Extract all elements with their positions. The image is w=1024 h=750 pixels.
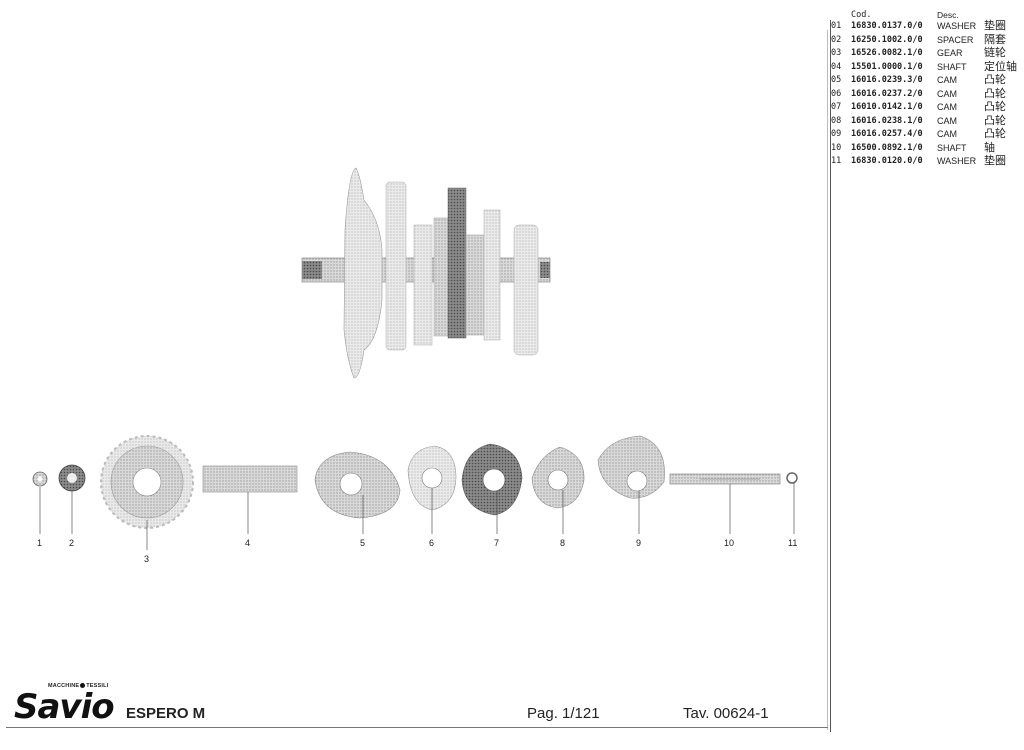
callout-10: 10 xyxy=(724,538,735,548)
part-1-washer xyxy=(32,471,48,487)
part-code: 16250.1002.0/0 xyxy=(851,34,923,45)
part-code: 16830.0137.0/0 xyxy=(851,21,923,31)
part-description-cn: 链轮 xyxy=(984,47,1006,59)
parts-table-row: 01 16830.0137.0/0 WASHER 垫圈 xyxy=(829,20,1024,34)
part-11-washer xyxy=(786,472,798,484)
parts-table-row: 03 16526.0082.1/0 GEAR 链轮 xyxy=(829,47,1024,61)
callout-7: 7 xyxy=(494,538,500,548)
header-desc: Desc. xyxy=(937,10,959,20)
callout-2: 2 xyxy=(69,538,75,548)
part-description-cn: 隔套 xyxy=(984,33,1006,46)
part-8-cam xyxy=(531,446,585,509)
part-description-cn: 凸轮 xyxy=(984,114,1006,127)
part-number: 06 xyxy=(831,88,842,99)
part-number: 11 xyxy=(831,156,842,166)
part-code: 16016.0239.3/0 xyxy=(851,75,923,85)
parts-table-row: 08 16016.0238.1/0 CAM 凸轮 xyxy=(829,115,1024,129)
parts-table-row: 04 15501.0000.1/0 SHAFT 定位轴 xyxy=(829,61,1024,75)
part-description: CAM xyxy=(937,129,957,139)
exploded-parts-drawing xyxy=(32,167,798,550)
header-cod: Cod. xyxy=(851,10,872,20)
parts-table-row: 11 16830.0120.0/0 WASHER 垫圈 xyxy=(829,155,1024,169)
part-description: CAM xyxy=(937,115,957,126)
callout-5: 5 xyxy=(360,538,366,548)
part-description-cn: 凸轮 xyxy=(984,74,1006,86)
part-number: 02 xyxy=(831,34,842,45)
callout-3: 3 xyxy=(144,554,150,564)
part-description: SHAFT xyxy=(937,142,967,153)
part-5-cam xyxy=(314,451,401,519)
callout-1: 1 xyxy=(37,538,43,548)
assembled-cam-shaft xyxy=(301,167,551,379)
part-number: 08 xyxy=(831,115,842,126)
parts-table-row: 10 16500.0892.1/0 SHAFT 轴 xyxy=(829,142,1024,156)
callout-11: 11 xyxy=(788,538,798,548)
part-number: 07 xyxy=(831,102,842,112)
brand-name: Savio xyxy=(14,687,115,727)
part-4-shaft xyxy=(202,465,298,493)
part-description: CAM xyxy=(937,102,957,112)
part-number: 05 xyxy=(831,75,842,85)
part-2-spacer xyxy=(58,464,86,492)
frame-line-vertical xyxy=(830,20,831,732)
parts-table-row: 07 16010.0142.1/0 CAM 凸轮 xyxy=(829,101,1024,115)
part-number: 10 xyxy=(831,142,842,153)
callout-4: 4 xyxy=(245,538,251,548)
part-description-cn: 凸轮 xyxy=(984,101,1006,113)
part-code: 16010.0142.1/0 xyxy=(851,102,923,112)
callout-6: 6 xyxy=(429,538,435,548)
part-number: 04 xyxy=(831,61,842,72)
part-7-cam xyxy=(461,443,523,516)
leader-lines xyxy=(39,483,795,550)
frame-line-bottom xyxy=(6,727,828,728)
frame-line-inner xyxy=(827,30,828,730)
part-number: 01 xyxy=(831,21,842,31)
part-description-cn: 垫圈 xyxy=(984,155,1006,167)
part-code: 15501.0000.1/0 xyxy=(851,61,923,72)
part-description-cn: 定位轴 xyxy=(984,60,1017,73)
model-name: ESPERO M xyxy=(126,705,206,722)
part-description: WASHER xyxy=(937,156,977,166)
part-description: CAM xyxy=(937,75,957,85)
brand-dot-icon xyxy=(80,683,86,689)
part-description: GEAR xyxy=(937,48,963,58)
part-code: 16830.0120.0/0 xyxy=(851,156,923,166)
part-description: SHAFT xyxy=(937,61,967,72)
parts-table-row: 06 16016.0237.2/0 CAM 凸轮 xyxy=(829,88,1024,102)
part-description: CAM xyxy=(937,88,957,99)
part-code: 16500.0892.1/0 xyxy=(851,142,923,153)
page-number: Pag. 1/121 xyxy=(527,705,600,722)
part-description-cn: 垫圈 xyxy=(984,20,1006,32)
part-description-cn: 凸轮 xyxy=(984,128,1006,140)
part-description-cn: 凸轮 xyxy=(984,87,1006,100)
part-description: WASHER xyxy=(937,21,977,31)
callout-9: 9 xyxy=(636,538,642,548)
part-description: SPACER xyxy=(937,34,974,45)
part-code: 16016.0237.2/0 xyxy=(851,88,923,99)
part-code: 16526.0082.1/0 xyxy=(851,48,923,58)
part-10-shaft xyxy=(669,473,781,485)
part-9-cam xyxy=(597,435,665,499)
part-code: 16016.0257.4/0 xyxy=(851,129,923,139)
parts-table-row: 09 16016.0257.4/0 CAM 凸轮 xyxy=(829,128,1024,142)
callout-8: 8 xyxy=(560,538,566,548)
parts-table-row: 02 16250.1002.0/0 SPACER 隔套 xyxy=(829,34,1024,48)
part-description-cn: 轴 xyxy=(984,141,995,154)
part-3-gear xyxy=(100,435,194,529)
parts-table-row: 05 16016.0239.3/0 CAM 凸轮 xyxy=(829,74,1024,88)
part-code: 16016.0238.1/0 xyxy=(851,115,923,126)
parts-table-header: Cod. Desc. xyxy=(829,8,1024,20)
part-number: 03 xyxy=(831,48,842,58)
table-number: Tav. 00624-1 xyxy=(683,705,769,722)
part-number: 09 xyxy=(831,129,842,139)
